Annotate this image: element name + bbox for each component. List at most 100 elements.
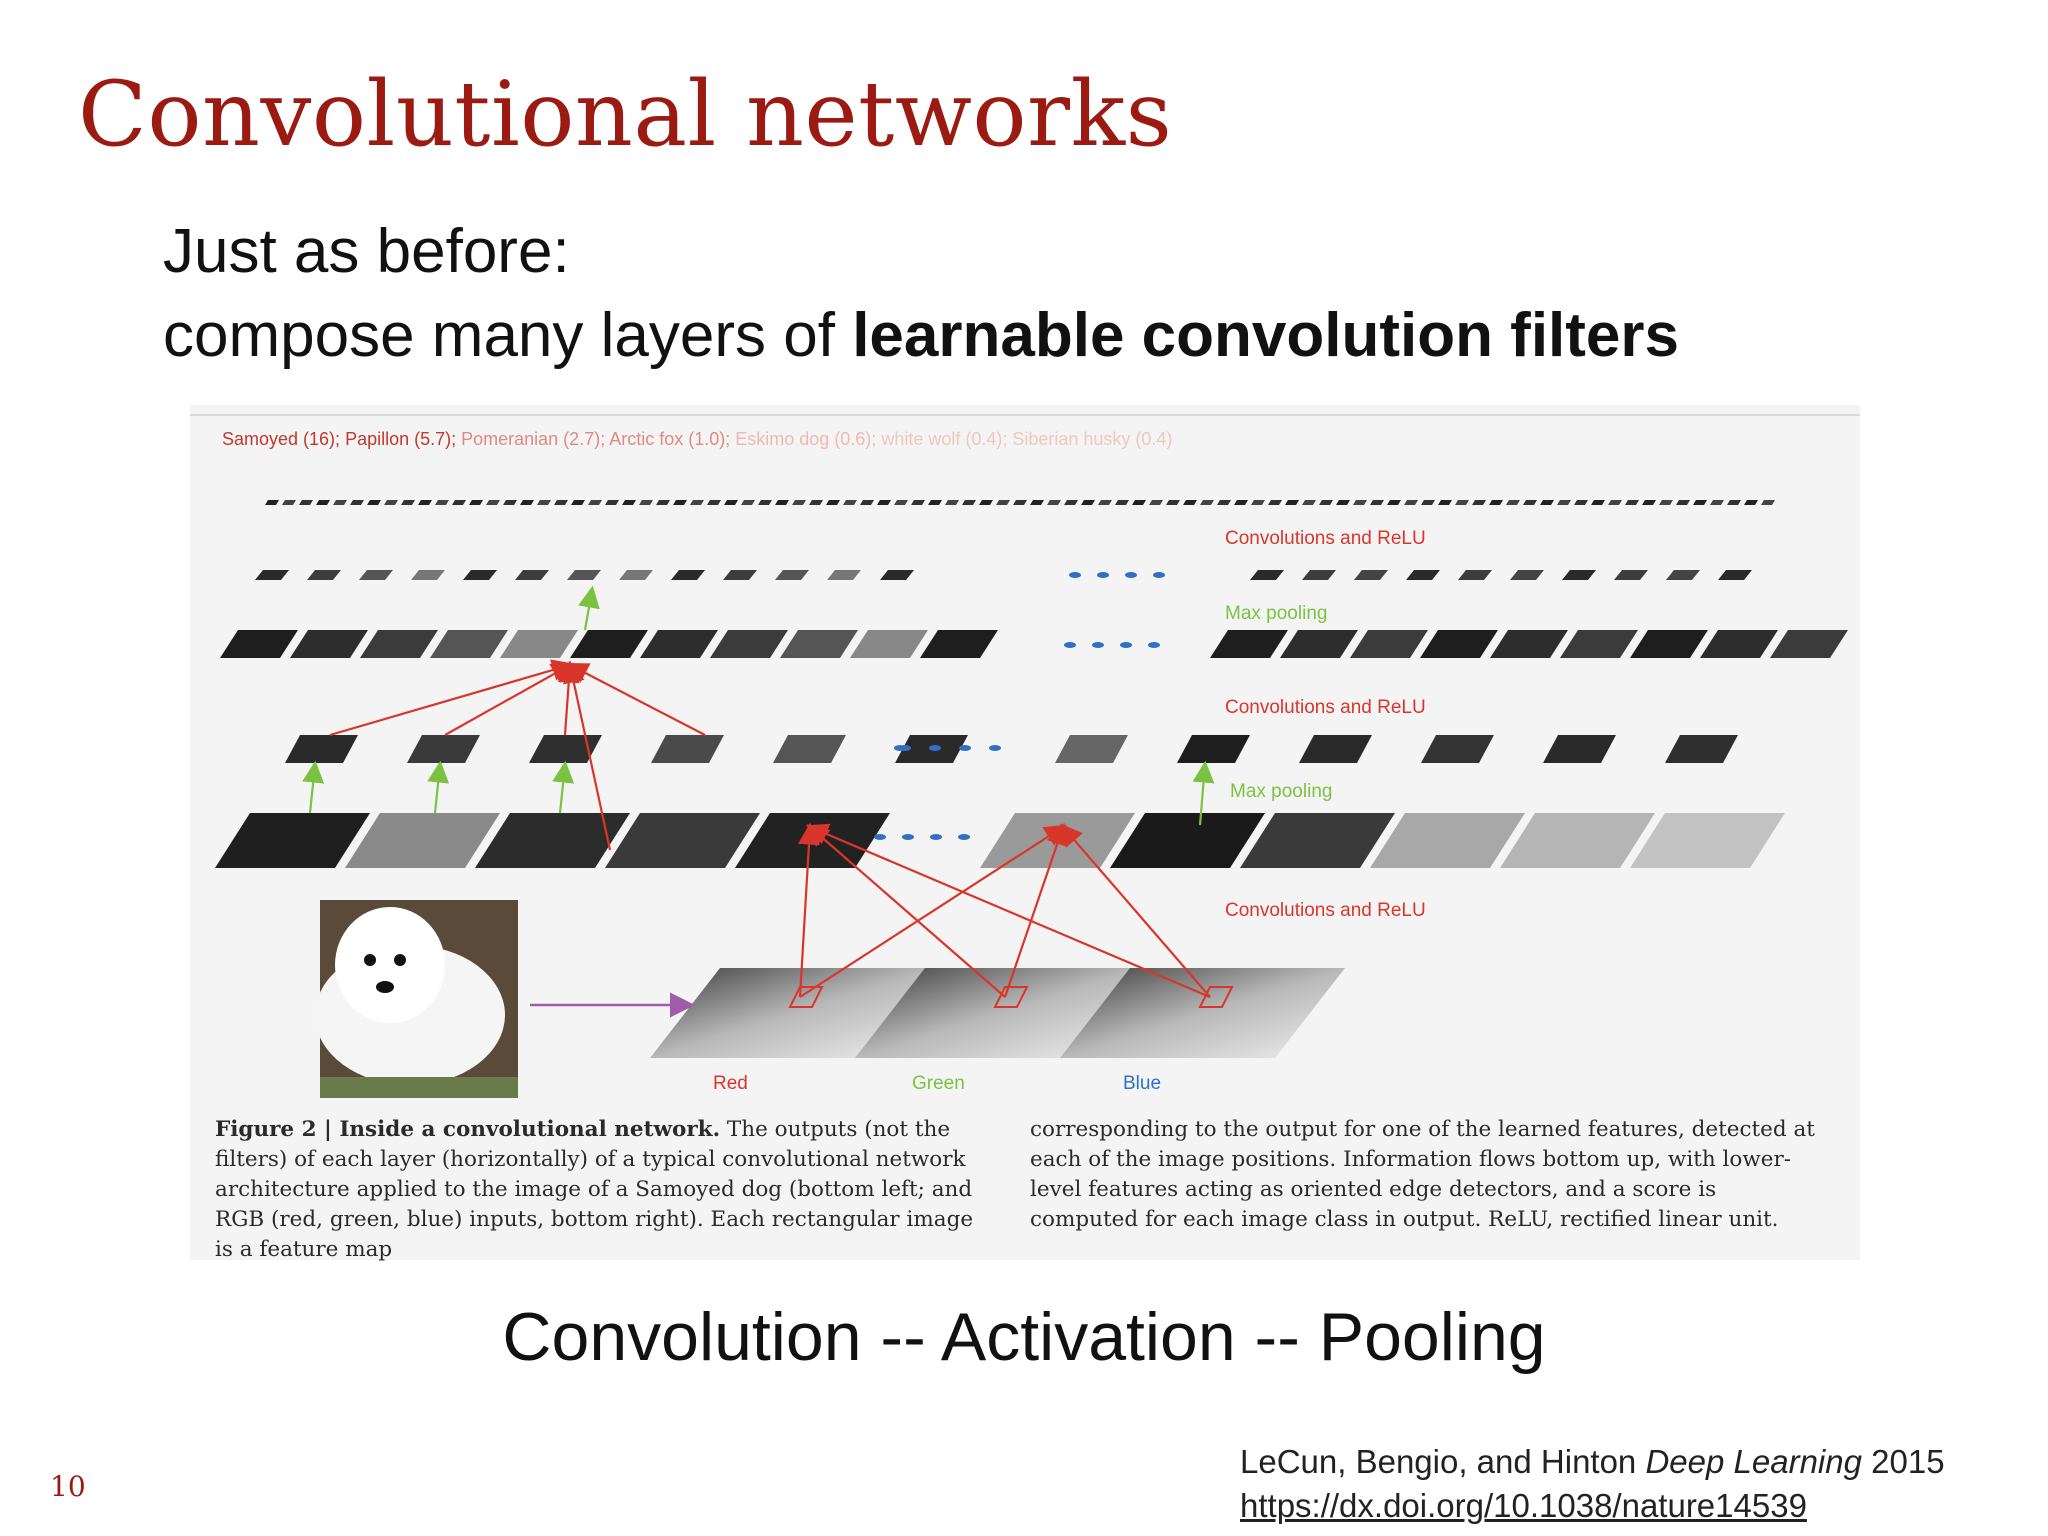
ellipsis-dots [959,745,971,751]
conv2-feature-map [651,735,724,763]
output-feature-map [1642,500,1656,505]
intro-emphasis: learnable convolution filters [852,301,1680,370]
output-feature-map [1608,500,1622,505]
caption-left-text: The outputs (not the filters) of each la… [215,1117,974,1262]
output-feature-map [435,500,449,505]
conv2-feature-map [1543,735,1616,763]
output-feature-map [707,500,721,505]
connection-arrow [562,660,612,851]
channel-blue: Blue [1123,1073,1162,1094]
pool1-feature-map [1490,630,1568,658]
output-feature-map [877,500,891,505]
output-feature-map [1744,500,1758,505]
connection-arrow [329,659,575,737]
output-feature-map [1353,500,1367,505]
output-feature-map [673,500,687,505]
citation-year: 2015 [1861,1443,1945,1480]
channel-green: Green [912,1073,965,1094]
class-score: Pomeranian (2.7); [456,429,605,449]
output-feature-map [1370,500,1384,505]
output-feature-map [333,500,347,505]
output-feature-map [1659,500,1673,505]
channel-red: Red [713,1073,748,1094]
output-feature-map [1302,500,1316,505]
output-feature-map [1149,500,1163,505]
output-feature-map [894,500,908,505]
output-feature-map [1030,500,1044,505]
output-feature-map [1591,500,1605,505]
output-feature-map [1098,500,1112,505]
output-feature-map [826,500,840,505]
citation-work: Deep Learning [1645,1443,1862,1480]
output-feature-map [1727,500,1741,505]
conv1-feature-map [671,570,705,580]
output-feature-map [741,500,755,505]
citation: LeCun, Bengio, and Hinton Deep Learning … [1240,1440,1945,1528]
output-feature-map [1761,500,1775,505]
pool1-feature-map [1420,630,1498,658]
output-feature-map [1047,500,1061,505]
output-feature-map [1319,500,1333,505]
output-feature-map [1268,500,1282,505]
output-feature-map [1234,500,1248,505]
connection-arrow [1003,822,1068,998]
citation-line: LeCun, Bengio, and Hinton Deep Learning … [1240,1440,1945,1484]
conv2-feature-map [529,735,602,763]
output-feature-map [724,500,738,505]
intro-line-2: compose many layers of learnable convolu… [163,294,1679,378]
output-feature-map [1081,500,1095,505]
output-feature-map [452,500,466,505]
pool1-feature-map [500,630,578,658]
conv2-feature-map [285,735,358,763]
conv1-feature-map [880,570,914,580]
class-scores: Samoyed (16); Papillon (5.7); Pomeranian… [222,429,1172,449]
pool1-feature-map [1770,630,1848,658]
ellipsis-dots [1148,642,1160,648]
output-feature-map [1540,500,1554,505]
pool2-feature-map [475,813,630,868]
output-feature-map [486,500,500,505]
conv1-feature-map [1666,570,1700,580]
output-feature-map [690,500,704,505]
output-feature-map [367,500,381,505]
pool1-feature-map [430,630,508,658]
output-feature-map [809,500,823,505]
output-feature-map [860,500,874,505]
page-number: 10 [50,1470,86,1503]
conv1-feature-map [723,570,757,580]
output-feature-map [1438,500,1452,505]
output-feature-map [911,500,925,505]
connection-arrow [557,660,580,736]
output-feature-map [1217,500,1231,505]
output-feature-map [928,500,942,505]
output-feature-map [996,500,1010,505]
class-score: Papillon (5.7); [340,429,456,449]
pool1-feature-map [1560,630,1638,658]
pool2-feature-map [1370,813,1525,868]
conv1-feature-map [1510,570,1544,580]
doi-link[interactable]: https://dx.doi.org/10.1038/nature14539 [1240,1487,1807,1524]
conv1-feature-map [411,570,445,580]
conv1-feature-map [1354,570,1388,580]
figure-caption-left: Figure 2 | Inside a convolutional networ… [215,1115,975,1265]
tagline: Convolution -- Activation -- Pooling [502,1299,1546,1375]
citation-authors: LeCun, Bengio, and Hinton [1240,1443,1646,1480]
conv1-feature-map [1250,570,1284,580]
ellipsis-dots [1125,572,1137,578]
output-feature-map [962,500,976,505]
samoyed-photo [315,900,518,1098]
conv1-feature-map [1718,570,1752,580]
output-feature-map [299,500,313,505]
pool2-feature-map [1110,813,1265,868]
output-feature-map [1064,500,1078,505]
output-feature-map [792,500,806,505]
conv2-feature-map [407,735,480,763]
rgb-input-map [1060,968,1345,1058]
pool1-feature-map [1350,630,1428,658]
caption-heading: Figure 2 | Inside a convolutional networ… [215,1117,721,1142]
pool2-feature-map [1500,813,1655,868]
pool2-feature-map [1240,813,1395,868]
conv1-feature-map [255,570,289,580]
conv1-feature-map [307,570,341,580]
class-score: Eskimo dog (0.6); [730,429,876,449]
